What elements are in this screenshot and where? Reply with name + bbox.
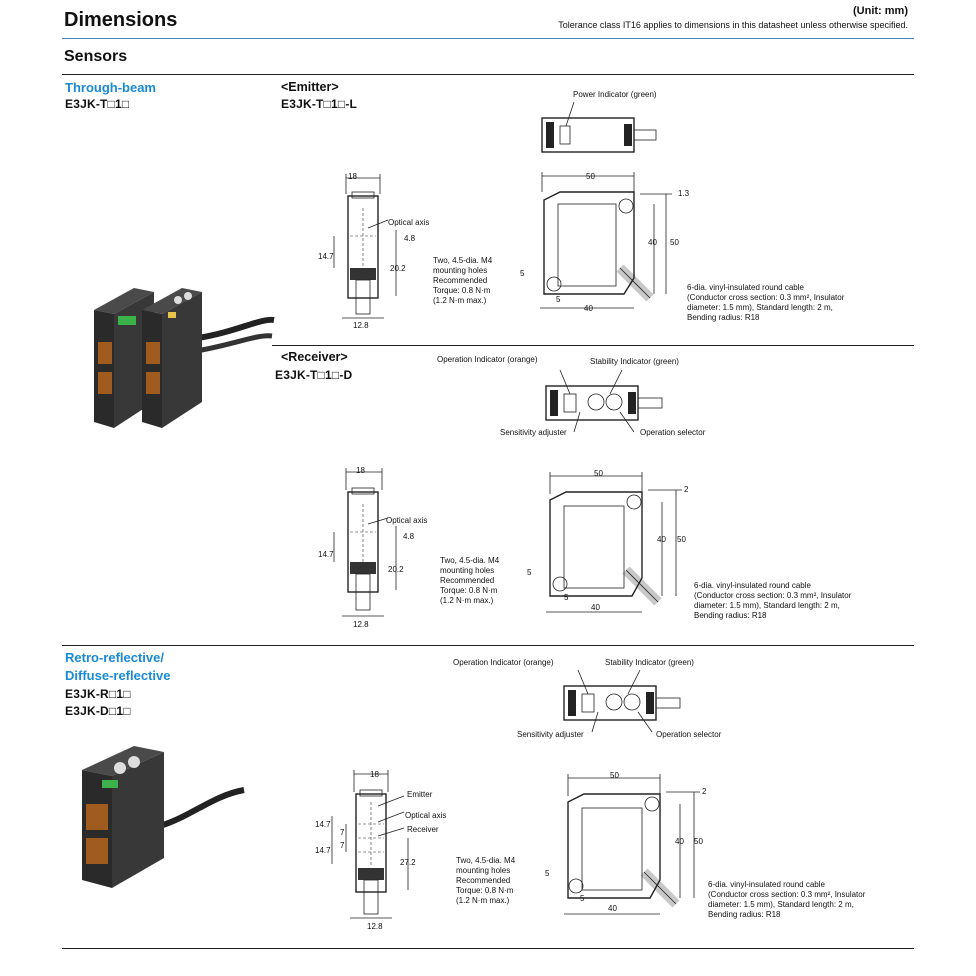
dim-2: 2 — [702, 787, 707, 796]
dim-40-v: 40 — [657, 535, 666, 544]
header-rule — [62, 38, 914, 39]
dim-18: 18 — [356, 466, 365, 475]
dim-5b: 5 — [580, 894, 585, 903]
optical-axis-label: Optical axis — [388, 218, 430, 227]
dim-40: 40 — [591, 603, 600, 612]
dim-14-7-a: 14.7 — [315, 820, 331, 829]
dim-14-7: 14.7 — [318, 550, 334, 559]
through-beam-title: Through-beam — [65, 80, 156, 95]
bottom-rule — [62, 948, 914, 949]
dim-20-2: 20.2 — [390, 264, 406, 273]
dim-4-8: 4.8 — [404, 234, 416, 243]
dim-40: 40 — [608, 904, 617, 913]
emitter-label: Emitter — [407, 790, 433, 799]
dim-14-7-b: 14.7 — [315, 846, 331, 855]
dim-50-v: 50 — [677, 535, 686, 544]
retro-top-view — [563, 669, 681, 733]
dim-50-v: 50 — [670, 238, 679, 247]
dim-12-8: 12.8 — [353, 321, 369, 330]
dim-5: 5 — [527, 568, 532, 577]
dim-7-a: 7 — [340, 828, 345, 837]
dim-5: 5 — [545, 869, 550, 878]
dim-5: 5 — [520, 269, 525, 278]
operation-indicator-label: Operation Indicator (orange) — [437, 355, 538, 364]
emitter-heading: <Emitter> — [281, 80, 339, 94]
dim-18: 18 — [348, 172, 357, 181]
receiver-model: E3JK-T□1□-D — [275, 368, 353, 382]
operation-selector-label: Operation selector — [640, 428, 706, 437]
dim-12-8: 12.8 — [353, 620, 369, 629]
receiver-label: Receiver — [407, 825, 439, 834]
dim-5b: 5 — [556, 295, 561, 304]
dim-40: 40 — [584, 304, 593, 313]
dim-50: 50 — [610, 771, 619, 780]
dim-12-8: 12.8 — [367, 922, 383, 931]
optical-axis-label: Optical axis — [405, 811, 447, 820]
retro-title-1: Retro-reflective/ — [65, 650, 164, 665]
sensitivity-adjuster-label: Sensitivity adjuster — [500, 428, 567, 437]
page-title: Dimensions — [64, 9, 178, 31]
dim-7-b: 7 — [340, 841, 345, 850]
unit-label: (Unit: mm) — [853, 5, 908, 17]
receiver-heading: <Receiver> — [281, 350, 348, 364]
receiver-front-view — [333, 468, 397, 617]
through-beam-model: E3JK-T□1□ — [65, 97, 130, 111]
section-title: Sensors — [64, 48, 128, 65]
emitter-side-view — [540, 172, 672, 309]
dim-1-3: 1.3 — [678, 189, 690, 198]
retro-title-2: Diffuse-reflective — [65, 668, 171, 683]
stability-indicator-label: Stability Indicator (green) — [605, 658, 694, 667]
cable-note: 6-dia. vinyl-insulated round cable(Condu… — [708, 880, 866, 919]
power-indicator-label: Power Indicator (green) — [573, 90, 657, 99]
dim-50: 50 — [586, 172, 595, 181]
dim-5b: 5 — [564, 593, 569, 602]
sensitivity-adjuster-label: Sensitivity adjuster — [517, 730, 584, 739]
retro-front-view — [331, 770, 409, 919]
cable-note: 6-dia. vinyl-insulated round cable(Condu… — [694, 581, 852, 620]
stability-indicator-label: Stability Indicator (green) — [590, 357, 679, 366]
dim-40-v: 40 — [675, 837, 684, 846]
dim-4-8: 4.8 — [403, 532, 415, 541]
dim-20-2: 20.2 — [388, 565, 404, 574]
emitter-top-view — [541, 101, 657, 153]
receiver-side-view — [546, 472, 682, 613]
dim-50: 50 — [594, 469, 603, 478]
optical-axis-label: Optical axis — [386, 516, 428, 525]
emitter-front-view — [333, 174, 397, 319]
tolerance-note: Tolerance class IT16 applies to dimensio… — [558, 20, 908, 30]
retro-model-r: E3JK-R□1□ — [65, 687, 131, 701]
retro-side-view — [564, 774, 700, 915]
emitter-model: E3JK-T□1□-L — [281, 97, 358, 111]
dim-27-2: 27.2 — [400, 858, 416, 867]
dim-18: 18 — [370, 770, 379, 779]
through-beam-sensor-photo — [94, 288, 275, 428]
retro-sensor-photo — [82, 746, 245, 888]
receiver-top-view — [545, 369, 663, 433]
operation-indicator-label: Operation Indicator (orange) — [453, 658, 554, 667]
dim-40-v: 40 — [648, 238, 657, 247]
dim-14-7: 14.7 — [318, 252, 334, 261]
receiver-rule — [272, 345, 914, 346]
dim-50-v: 50 — [694, 837, 703, 846]
retro-model-d: E3JK-D□1□ — [65, 704, 131, 718]
section-rule — [62, 74, 914, 75]
retro-rule — [62, 645, 914, 646]
operation-selector-label: Operation selector — [656, 730, 722, 739]
cable-note: 6-dia. vinyl-insulated round cable(Condu… — [687, 283, 845, 322]
dim-2: 2 — [684, 485, 689, 494]
